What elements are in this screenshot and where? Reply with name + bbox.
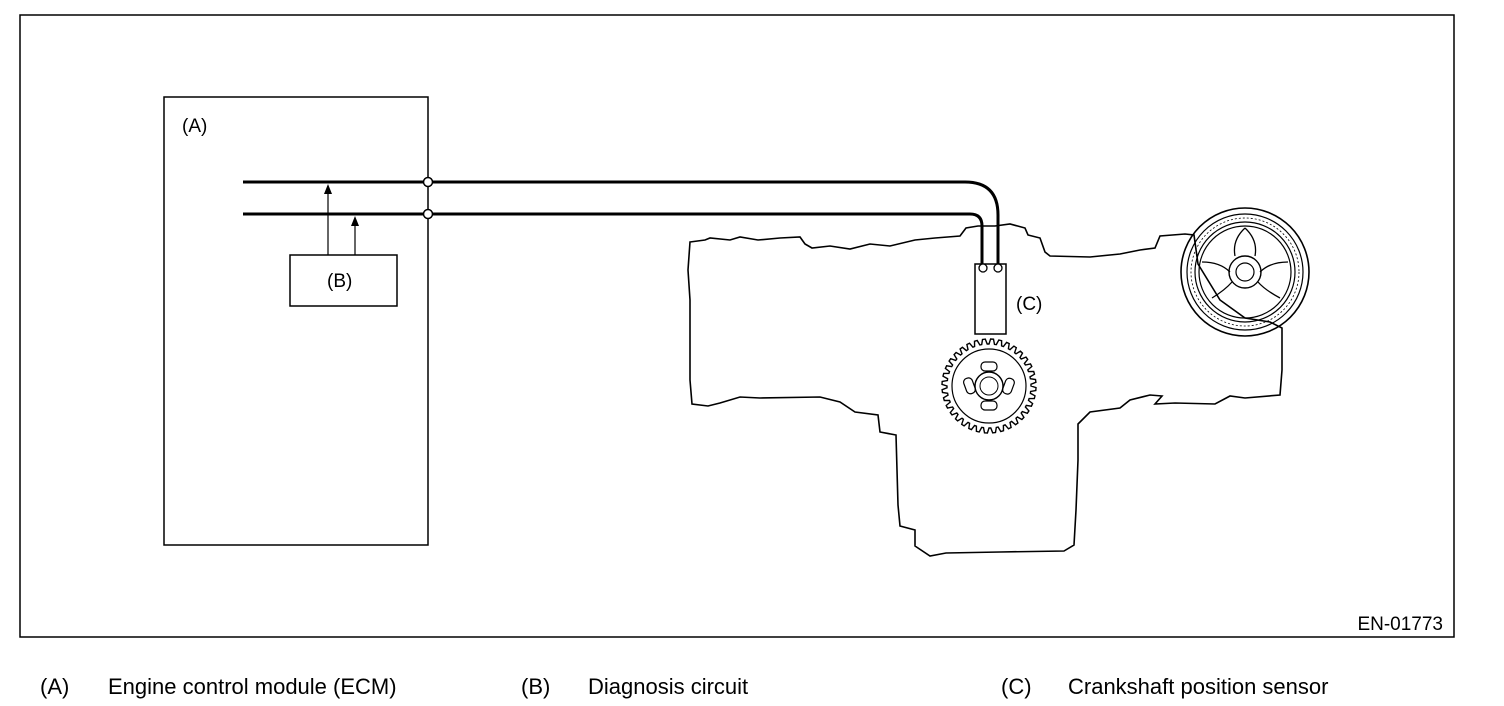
sensor-terminal-1 [978,263,988,273]
sensor-terminal-2 [993,263,1003,273]
crank-pulley [1180,207,1310,337]
engine-block-outline [687,223,1283,557]
ecm-label: (A) [182,116,207,137]
crank-sprocket [941,338,1037,434]
legend-key: (B) [521,674,551,699]
diagnosis-arrows [324,184,359,255]
wiring-diagram: (A) (B) (C) [19,14,1455,638]
connector-terminals [422,176,434,220]
legend-key: (A) [40,674,70,699]
figure-id: EN-01773 [1357,614,1443,635]
legend-key: (C) [1001,674,1032,699]
legend-text: Engine control module (ECM) [108,674,397,699]
legend-text: Crankshaft position sensor [1068,674,1329,699]
diagnosis-circuit-label: (B) [327,271,352,292]
ecm-box [163,96,429,546]
crankshaft-sensor-label: (C) [1016,294,1042,315]
diagnosis-circuit-box [289,254,398,307]
diagram-border [19,14,1455,638]
crankshaft-sensor-body [974,263,1007,335]
legend-text: Diagnosis circuit [588,674,749,699]
